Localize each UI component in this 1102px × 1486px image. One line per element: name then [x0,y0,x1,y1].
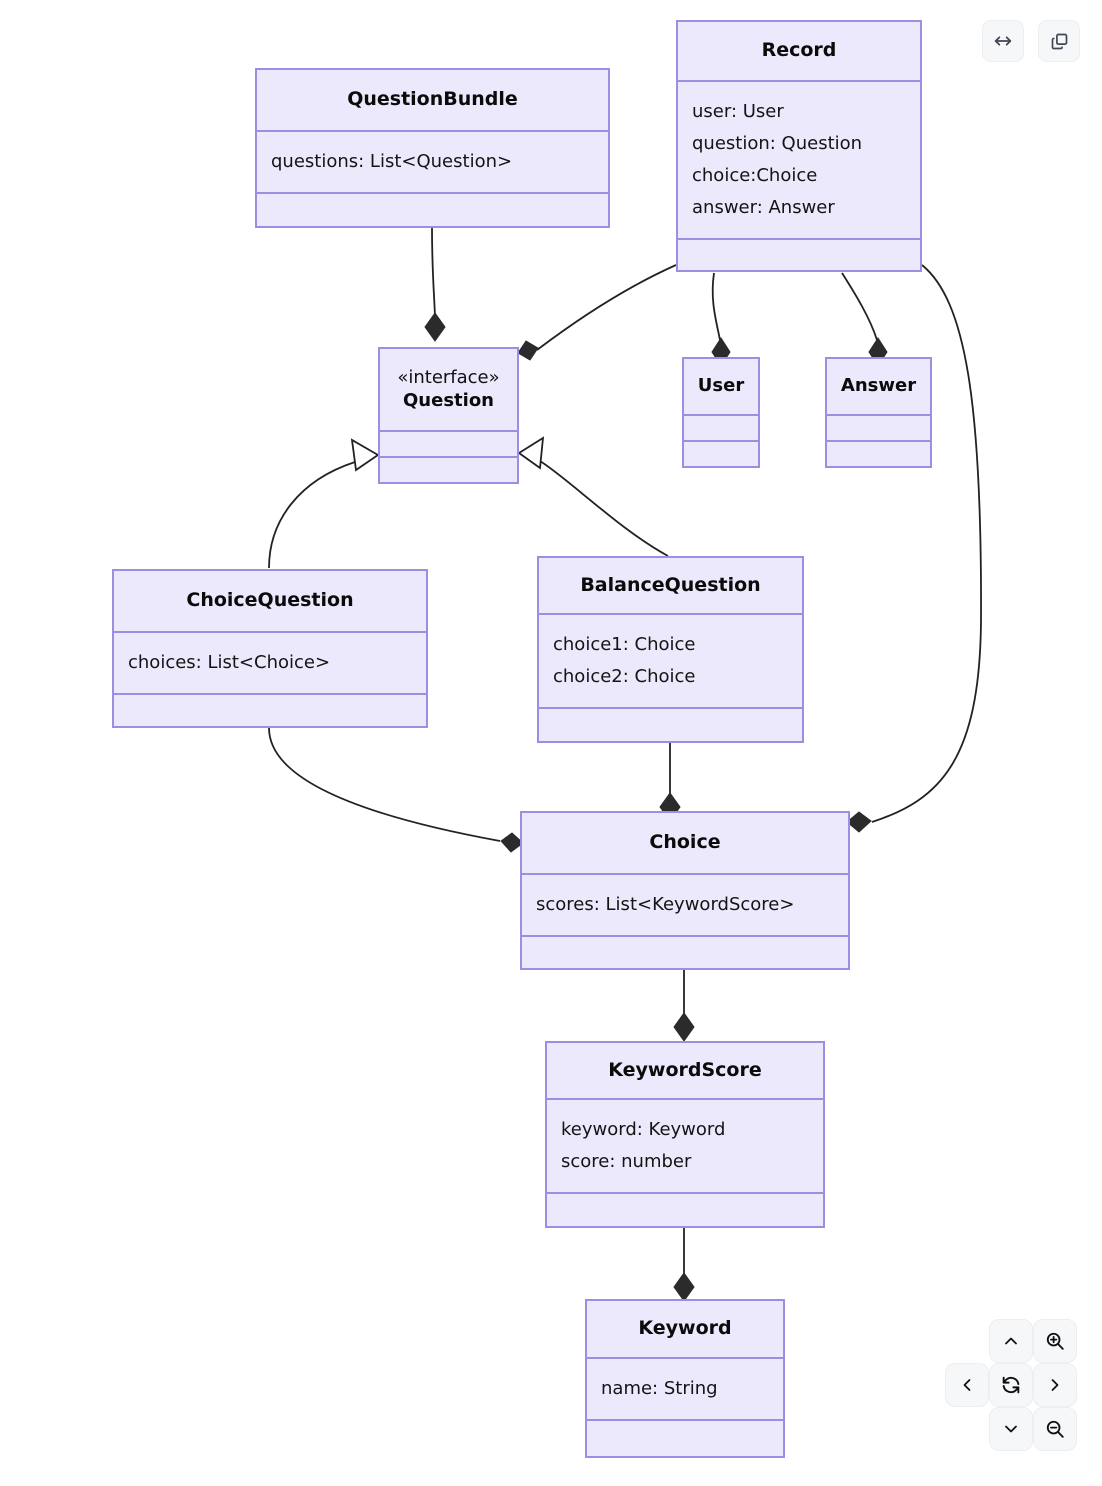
class-title: Answer [840,375,917,397]
attribute-row: keyword: Keyword [561,1118,726,1140]
diamond-keywordscore [673,1012,695,1042]
refresh-icon [1000,1374,1022,1396]
class-header-keyword: Keyword [587,1301,783,1357]
class-node-choicequestion[interactable]: ChoiceQuestion choices: List<Choice> [112,569,428,728]
class-title: Choice [649,831,721,854]
chevron-up-icon [1001,1331,1021,1351]
class-attributes-keywordscore: keyword: Keyword score: number [547,1098,823,1192]
class-header-balancequestion: BalanceQuestion [539,558,802,613]
diamond-question-from-record [517,340,539,361]
pan-right-button[interactable] [1033,1363,1077,1407]
double-arrow-horizontal-icon [992,30,1014,52]
attribute-row: choice1: Choice [553,633,696,655]
attribute-row: name: String [601,1377,718,1399]
attribute-row: choices: List<Choice> [128,651,331,673]
class-attributes-question [380,430,517,456]
class-node-record[interactable]: Record user: User question: Question cho… [676,20,922,272]
class-attributes-choicequestion: choices: List<Choice> [114,631,426,693]
attribute-row: answer: Answer [692,197,835,219]
class-header-questionbundle: QuestionBundle [257,70,608,130]
class-attributes-choice: scores: List<KeywordScore> [522,873,848,935]
class-attributes-user [684,414,758,440]
class-methods-questionbundle [257,192,608,226]
attribute-row: question: Question [692,132,863,154]
class-node-keywordscore[interactable]: KeywordScore keyword: Keyword score: num… [545,1041,825,1228]
class-title: QuestionBundle [347,88,518,111]
triangle-question-from-balancequestion [517,436,545,470]
edge-record-question [536,264,677,351]
class-methods-balancequestion [539,707,802,741]
class-methods-user [684,440,758,466]
attribute-row: choice:Choice [692,165,818,186]
class-title: Keyword [638,1317,732,1340]
pan-up-button[interactable] [989,1319,1033,1363]
chevron-down-icon [1001,1419,1021,1439]
class-stereotype: «interface» [397,367,500,388]
attribute-row: questions: List<Question> [271,150,513,172]
class-node-question[interactable]: «interface» Question [378,347,519,484]
chevron-right-icon [1045,1375,1065,1395]
class-node-balancequestion[interactable]: BalanceQuestion choice1: Choice choice2:… [537,556,804,743]
edge-record-user [711,272,721,341]
class-header-question: «interface» Question [380,349,517,430]
class-header-choice: Choice [522,813,848,873]
class-attributes-keyword: name: String [587,1357,783,1419]
attribute-row: score: number [561,1151,692,1172]
class-methods-answer [827,440,930,466]
class-attributes-questionbundle: questions: List<Question> [257,130,608,192]
magnifier-minus-icon [1044,1418,1066,1440]
class-header-answer: Answer [827,359,930,414]
class-header-choicequestion: ChoiceQuestion [114,571,426,631]
attribute-row: choice2: Choice [553,666,696,687]
edge-record-answer [841,272,878,341]
class-title: Record [761,39,837,62]
edge-balancequestion-question [539,460,669,557]
class-methods-choicequestion [114,693,426,726]
triangle-question-from-choicequestion [350,438,380,472]
class-header-record: Record [678,22,920,80]
fit-width-button[interactable] [982,20,1024,62]
edge-record-choice [871,264,982,823]
class-attributes-answer [827,414,930,440]
class-attributes-balancequestion: choice1: Choice choice2: Choice [539,613,802,707]
edge-questionbundle-question [431,227,436,317]
copy-button[interactable] [1038,20,1080,62]
pan-left-button[interactable] [945,1363,989,1407]
zoom-in-button[interactable] [1033,1319,1077,1363]
attribute-row: scores: List<KeywordScore> [536,893,795,915]
class-methods-choice [522,935,848,968]
class-title: KeywordScore [608,1058,762,1081]
copy-icon [1049,31,1070,52]
class-header-keywordscore: KeywordScore [547,1043,823,1098]
class-title: BalanceQuestion [580,573,761,596]
class-title: ChoiceQuestion [186,589,354,612]
class-methods-keyword [587,1419,783,1456]
class-methods-question [380,456,517,482]
diamond-choice-from-record [846,811,872,833]
class-node-questionbundle[interactable]: QuestionBundle questions: List<Question> [255,68,610,228]
class-node-keyword[interactable]: Keyword name: String [585,1299,785,1458]
class-node-choice[interactable]: Choice scores: List<KeywordScore> [520,811,850,970]
class-node-answer[interactable]: Answer [825,357,932,468]
reset-view-button[interactable] [989,1363,1033,1407]
diamond-keyword [673,1272,695,1302]
zoom-out-button[interactable] [1033,1407,1077,1451]
class-methods-keywordscore [547,1192,823,1226]
class-attributes-record: user: User question: Question choice:Cho… [678,80,920,238]
chevron-left-icon [957,1375,977,1395]
class-title: Question [403,389,494,411]
pan-down-button[interactable] [989,1407,1033,1451]
class-node-user[interactable]: User [682,357,760,468]
edge-choicequestion-question [268,461,356,569]
magnifier-plus-icon [1044,1330,1066,1352]
class-methods-record [678,238,920,270]
attribute-row: user: User [692,100,784,122]
class-title: User [697,375,745,397]
edge-choicequestion-choice [268,727,501,842]
class-header-user: User [684,359,758,414]
diamond-question-from-bundle [424,312,446,342]
